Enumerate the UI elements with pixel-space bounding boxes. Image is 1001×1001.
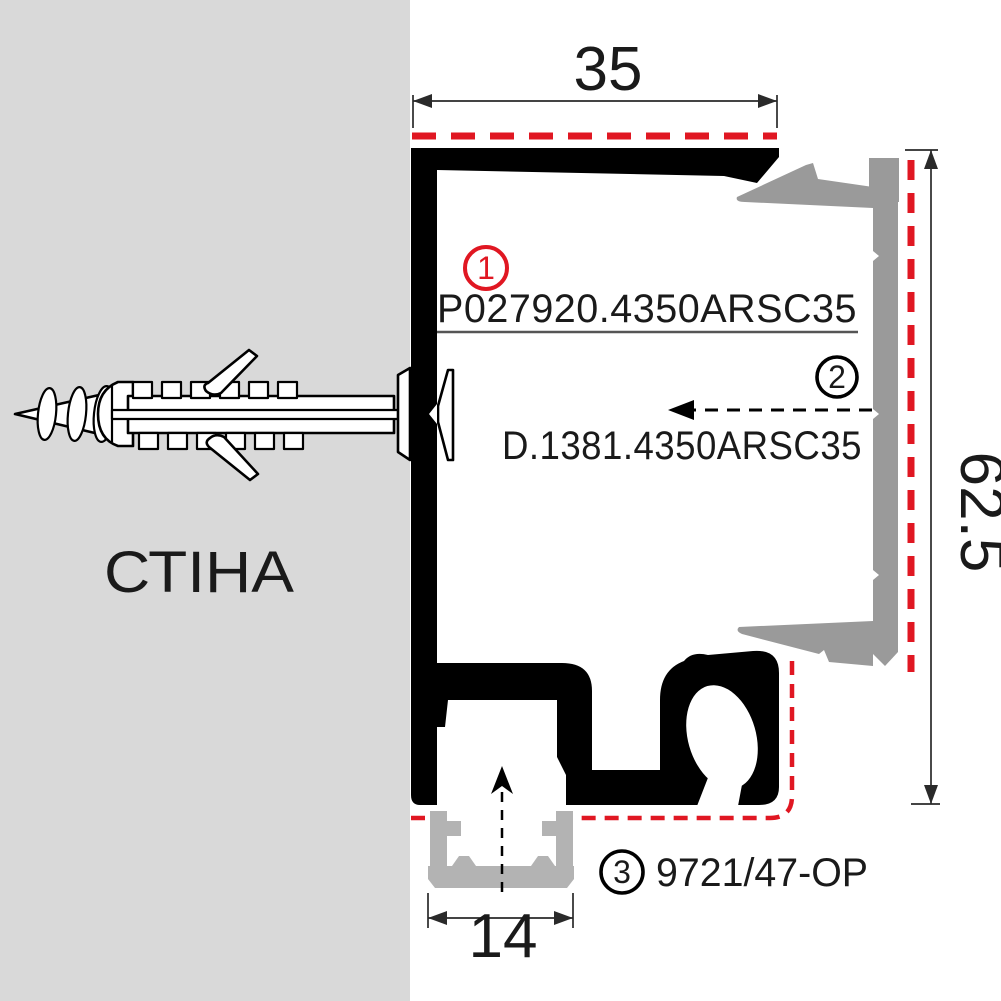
dim-value-right: 62.5	[947, 452, 1001, 573]
label-item3: 3 9721/47-OP	[599, 849, 868, 895]
item2-head-cap	[869, 158, 899, 202]
item3-bump-left	[452, 856, 476, 866]
red-outline	[411, 132, 915, 821]
dimension-right-height: 62.5	[905, 149, 1001, 805]
item2-blade	[873, 200, 898, 666]
dimension-bottom-width: 14	[427, 893, 574, 971]
dim-arrow-right	[554, 911, 573, 925]
dowel-wing-top	[203, 348, 259, 396]
rib	[160, 380, 183, 400]
dim-arrow-left	[428, 911, 447, 925]
item3-left-wall	[430, 811, 461, 868]
item3-right-wall	[542, 811, 573, 868]
item2-insert-arrow	[668, 400, 872, 420]
dim-arrow-left	[413, 94, 432, 108]
curl-cavity	[686, 685, 758, 789]
rib	[131, 380, 154, 400]
profile-item2-gray	[736, 158, 899, 666]
wall-surface	[0, 0, 410, 1001]
item2-notch-1	[873, 251, 879, 261]
item2-top-arm	[736, 163, 873, 208]
profile-wall-leg	[411, 148, 437, 805]
label-item2: 2 D.1381.4350ARSC35	[502, 355, 862, 468]
screw-thread-1	[36, 387, 58, 441]
screw-shank	[110, 408, 410, 421]
item3-insert-arrow	[491, 766, 513, 892]
item2-notch-2	[873, 409, 879, 419]
item3-number-circle	[599, 849, 645, 895]
dimension-top-width: 35	[412, 35, 778, 128]
rib	[137, 431, 160, 451]
item1-number: 1	[477, 250, 495, 286]
rib	[282, 431, 305, 451]
label-item1: 1 P027920.4350ARSC35	[437, 245, 858, 334]
anchor-screw	[13, 348, 455, 482]
dim-value-top: 35	[574, 35, 643, 104]
item3-bump-right	[531, 856, 555, 866]
item2-notch-3	[873, 570, 879, 580]
wall: СТІНА	[0, 0, 410, 1001]
item3-number: 3	[613, 854, 631, 890]
item1-code: P027920.4350ARSC35	[437, 287, 857, 331]
arrow-up-head	[491, 766, 513, 794]
profile-top-flange	[411, 148, 779, 183]
dowel-collar	[396, 366, 412, 462]
dim-arrow-up	[924, 150, 938, 169]
rib	[276, 380, 299, 400]
dim-value-bottom: 14	[469, 902, 538, 971]
profile-item1-black	[411, 148, 779, 806]
dowel-wing-bottom	[205, 433, 260, 482]
screw-thread-2	[66, 386, 88, 442]
red-dash-bottom-right	[558, 661, 795, 821]
rib	[247, 380, 270, 400]
rib	[253, 431, 276, 451]
dowel-ribs-top	[131, 380, 299, 400]
item3-code: 9721/47-OP	[656, 851, 868, 895]
item1-number-circle	[463, 245, 509, 291]
dim-arrow-right	[758, 94, 777, 108]
item2-number-circle	[815, 355, 859, 399]
profile-mid-bar	[437, 663, 592, 805]
arrow-left-head	[668, 400, 694, 420]
dim-arrow-down	[924, 785, 938, 804]
curl-mouth-gap	[697, 770, 744, 806]
item2-code: D.1381.4350ARSC35	[502, 424, 862, 468]
screw-hole-notch	[429, 404, 437, 424]
led-profile-item3	[428, 811, 574, 888]
rib	[166, 431, 189, 451]
item2-number: 2	[828, 359, 846, 395]
item3-base	[428, 866, 574, 888]
screw-head	[436, 368, 455, 462]
wall-label: СТІНА	[104, 540, 294, 605]
item2-bottom-arm	[737, 621, 873, 666]
